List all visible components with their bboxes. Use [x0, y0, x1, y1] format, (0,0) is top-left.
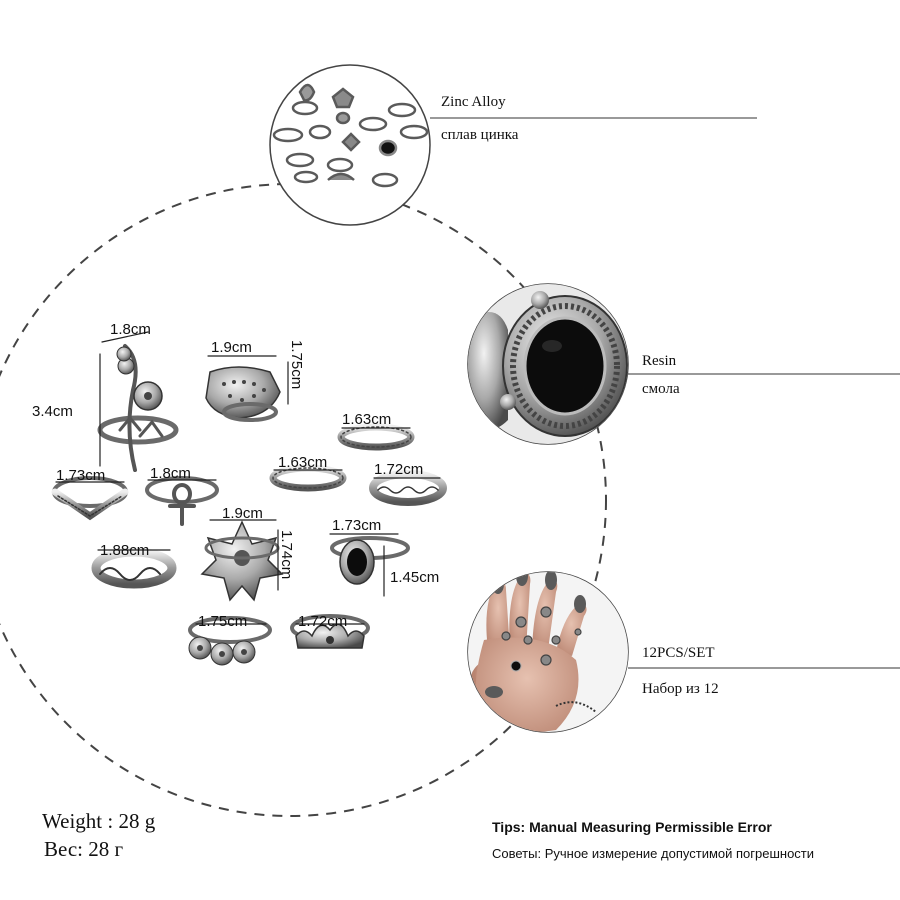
weight-ru: Вес: 28 г — [44, 837, 124, 861]
dim-roses: 1.75cm — [198, 613, 247, 630]
set-label-en: 12PCS/SET — [642, 645, 715, 661]
dim-chevron: 1.73cm — [56, 467, 105, 484]
dim-band-b: 1.63cm — [278, 454, 327, 471]
dim-ankh: 1.8cm — [150, 465, 191, 482]
stone-label-en: Resin — [642, 353, 677, 369]
dim-oval-height: 1.45cm — [390, 569, 439, 586]
material-label-en: Zinc Alloy — [441, 94, 506, 110]
ring-roses — [188, 616, 272, 666]
ring-oval-resin — [330, 536, 410, 585]
ring-hamsa — [205, 366, 281, 422]
dim-hamsa-height: 1.75cm — [288, 340, 305, 389]
ring-crown — [290, 614, 370, 649]
dim-crown: 1.72cm — [298, 613, 347, 630]
dim-band-a: 1.63cm — [342, 411, 391, 428]
ring-flower-vine — [97, 344, 179, 472]
dim-flower-vine-width: 1.8cm — [110, 321, 151, 338]
set-label-ru: Набор из 12 — [642, 681, 719, 697]
dashed-circle — [0, 183, 607, 817]
dim-oval-width: 1.73cm — [332, 517, 381, 534]
dim-scroll: 1.88cm — [100, 542, 149, 559]
ring-band-a — [337, 423, 415, 451]
dim-lotus-width: 1.9cm — [222, 505, 263, 522]
dim-lotus-height: 1.74cm — [278, 530, 295, 579]
dim-hamsa-width: 1.9cm — [211, 339, 252, 356]
material-label-ru: сплав цинка — [441, 127, 519, 143]
ring-chevron — [51, 476, 129, 521]
resin-closeup — [467, 283, 629, 445]
dim-flower-vine-height: 3.4cm — [32, 403, 73, 420]
tips-ru: Советы: Ручное измерение допустимой погр… — [492, 846, 815, 861]
ring-band-b — [269, 464, 347, 492]
ring-ankh — [145, 476, 219, 526]
dim-band-c: 1.72cm — [374, 461, 423, 478]
hand-photo — [467, 571, 629, 733]
ring-lotus — [200, 520, 284, 602]
stone-label-ru: смола — [642, 381, 680, 397]
ring-scroll — [91, 547, 177, 589]
ring-band-c — [369, 470, 447, 506]
weight-en: Weight : 28 g — [42, 809, 156, 833]
material-thumbnail — [269, 64, 431, 226]
tips-en: Tips: Manual Measuring Permissible Error — [492, 819, 772, 835]
